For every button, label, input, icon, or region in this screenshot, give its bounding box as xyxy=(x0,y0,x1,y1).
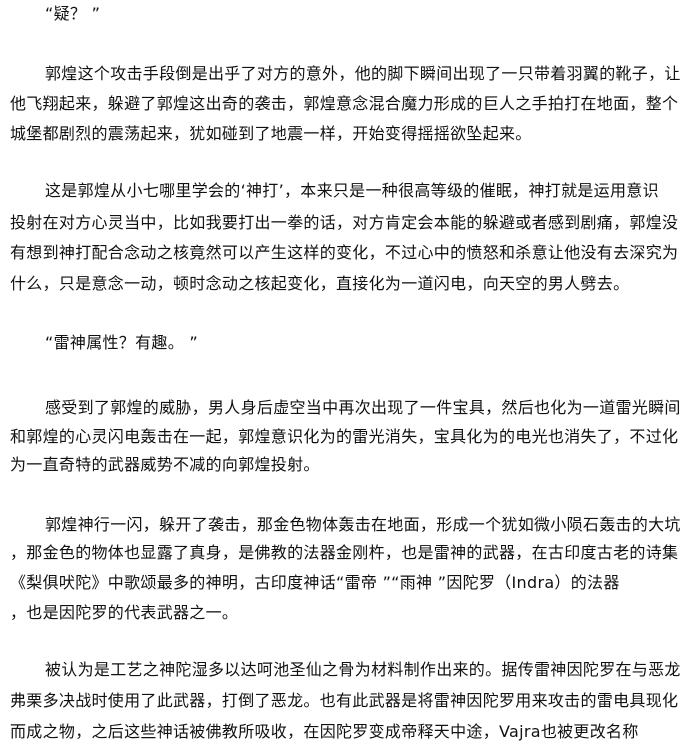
paragraph-line: 郭煌这个攻击手段倒是出乎了对方的意外，他的脚下瞬间出现了一只带着羽翼的靴子，让 xyxy=(45,64,681,83)
paragraph-line: 他飞翔起来，躲避了郭煌这出奇的袭击，郭煌意念混合魔力形成的巨人之手拍打在地面，整… xyxy=(10,94,679,113)
paragraph-line: 为一直奇特的武器威势不减的向郭煌投射。 xyxy=(10,455,320,474)
paragraph-line: 这是郭煌从小七哪里学会的‘神打’，本来只是一种很高等级的催眠，神打就是运用意识 xyxy=(45,181,659,200)
dialogue-line: “疑？ ” xyxy=(45,4,101,23)
paragraph-line: 《梨俱吠陀》中歌颂最多的神明，古印度神话“雷帝 ”“雨神 ”因陀罗（Indra）… xyxy=(10,573,620,592)
paragraph-line: 而成之物，之后这些神话被佛教所吸收，在因陀罗变成帝释天中途，Vajra也被更改名… xyxy=(10,722,639,741)
paragraph-line: 有想到神打配合念动之核竟然可以产生这样的变化，不过心中的愤怒和杀意让他没有去深究… xyxy=(10,243,679,262)
paragraph-line: 投射在对方心灵当中，比如我要打出一拳的话，对方肯定会本能的躲避或者感到剧痛，郭煌… xyxy=(10,213,679,232)
paragraph-line: 感受到了郭煌的威胁，男人身后虚空当中再次出现了一件宝具，然后也化为一道雷光瞬间 xyxy=(45,398,681,417)
paragraph-line: 郭煌神行一闪，躲开了袭击，那金色物体轰击在地面，形成一个犹如微小陨石轰击的大坑 xyxy=(45,515,681,534)
paragraph-line: 什么，只是意念一动，顿时念动之核起变化，直接化为一道闪电，向天空的男人劈去。 xyxy=(10,274,630,293)
paragraph-line: 被认为是工艺之神陀湿多以达呵池圣仙之骨为材料制作出来的。据传雷神因陀罗在与恶龙 xyxy=(45,660,681,679)
paragraph-line: 和郭煌的心灵闪电轰击在一起，郭煌意识化为的雷光消失，宝具化为的电光也消失了，不过… xyxy=(10,427,679,446)
paragraph-line: 城堡都剧烈的震荡起来，犹如碰到了地震一样，开始变得摇摇欲坠起来。 xyxy=(10,124,532,143)
paragraph-line: ，那金色的物体也显露了真身，是佛教的法器金刚杵，也是雷神的武器，在古印度古老的诗… xyxy=(10,543,679,562)
dialogue-line: “雷神属性？有趣。 ” xyxy=(45,333,198,352)
paragraph-line: ，也是因陀罗的代表武器之一。 xyxy=(10,603,239,622)
paragraph-line: 弗栗多决战时使用了此武器，打倒了恶龙。也有此武器是将雷神因陀罗用来攻击的雷电具现… xyxy=(10,691,679,710)
